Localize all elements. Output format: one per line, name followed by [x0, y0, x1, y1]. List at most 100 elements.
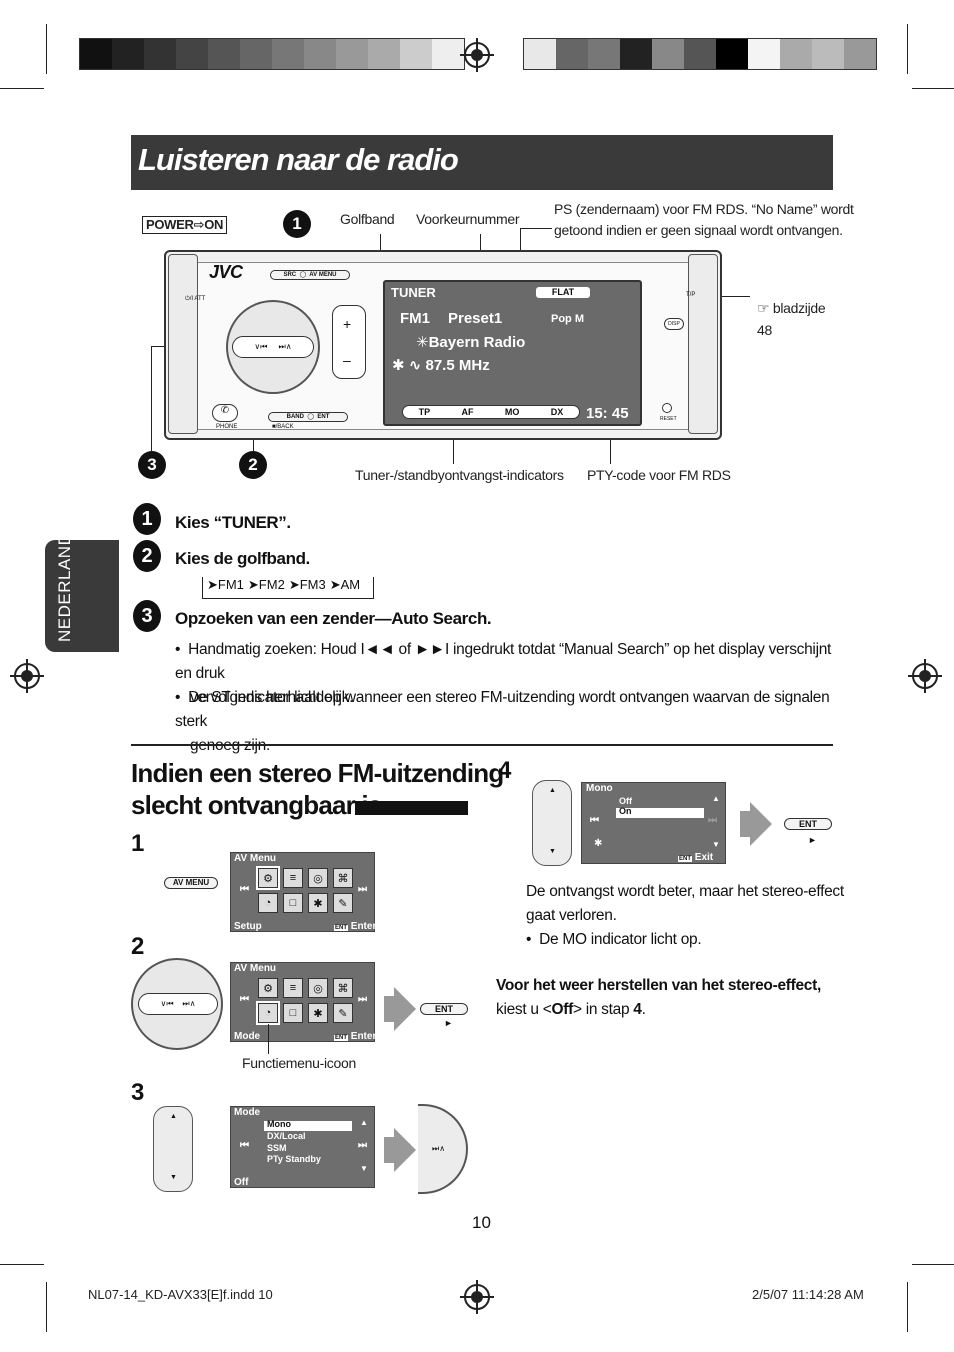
- mode-item-pty-standby[interactable]: PTy Standby: [267, 1154, 321, 1164]
- calibration-swatch: [304, 39, 336, 69]
- setup-icon[interactable]: ⚙: [258, 978, 278, 998]
- calibration-swatch: [432, 39, 464, 69]
- substep-1-number: 1: [131, 830, 145, 857]
- bluetooth-icon: ✱: [392, 357, 405, 374]
- screen-indicator: DX: [550, 407, 564, 417]
- step-3-number: 3: [133, 600, 161, 632]
- footer-file: NL07-14_KD-AVX33[E]f.indd 10: [88, 1287, 273, 1302]
- mode-icon[interactable]: ◔: [256, 1001, 280, 1025]
- mono-item-off[interactable]: Off: [619, 796, 632, 806]
- mono-menu-title: Mono: [586, 783, 613, 794]
- disp-button[interactable]: DISP: [664, 318, 684, 330]
- edit-icon[interactable]: ✎: [333, 893, 353, 913]
- band-ent-button[interactable]: BAND ◯ ENT: [268, 412, 348, 422]
- left-eject-button[interactable]: [168, 254, 198, 434]
- dial-center-buttons[interactable]: ∨⏮ ⏭∧: [232, 336, 314, 358]
- reset-button[interactable]: [662, 403, 672, 413]
- registration-mark-icon: [460, 1280, 494, 1314]
- signal-icon: ∿: [408, 357, 422, 374]
- source-icon[interactable]: ⌘: [333, 978, 353, 998]
- setup-icon[interactable]: ⚙: [256, 866, 280, 890]
- source-icon[interactable]: ⌘: [333, 868, 353, 888]
- crop-mark: [0, 1264, 44, 1265]
- right-eject-button[interactable]: [688, 254, 718, 434]
- mode-item-mono[interactable]: Mono: [267, 1119, 291, 1129]
- callout-golfband: Golfband: [340, 211, 395, 227]
- up-arrow-icon: ▲: [170, 1113, 177, 1120]
- substep-2-number: 2: [131, 933, 145, 960]
- mode-menu-highlight: [264, 1121, 352, 1131]
- arrow-right-icon: [384, 1137, 394, 1163]
- calibration-swatch: [716, 39, 748, 69]
- bluetooth-icon[interactable]: ✱: [308, 1003, 328, 1023]
- down-arrow-icon: ▼: [549, 848, 556, 855]
- menu1-footer-right: ENT Enter: [334, 921, 377, 932]
- bluetooth-icon: ✱: [594, 838, 603, 849]
- disc-icon[interactable]: ◎: [308, 868, 328, 888]
- mode-item-ssm[interactable]: SSM: [267, 1143, 287, 1153]
- title-bar: [131, 135, 833, 190]
- arrow-right-icon: [394, 1128, 416, 1172]
- av-menu-screen-setup: [230, 852, 375, 932]
- bluetooth-icon[interactable]: ✱: [308, 893, 328, 913]
- menu1-footer-left: Setup: [234, 921, 262, 932]
- mode-item-dxlocal[interactable]: DX/Local: [267, 1131, 306, 1141]
- edit-icon[interactable]: ✎: [333, 1003, 353, 1023]
- volume-plus-button[interactable]: +: [343, 316, 352, 332]
- skip-back-icon: ⏮: [590, 815, 599, 826]
- skip-forward-icon: ⏭: [358, 994, 367, 1005]
- ent-button-step2[interactable]: ENT: [420, 1003, 468, 1015]
- volume-rocker[interactable]: [332, 305, 366, 379]
- restore-text: Voor het weer herstellen van het stereo-…: [496, 977, 821, 1018]
- vertical-knob-step3[interactable]: [153, 1106, 193, 1192]
- menu2-footer-left: Mode: [234, 1031, 261, 1042]
- dial-center-step2[interactable]: ∨⏮ ⏭∧: [138, 993, 218, 1015]
- crop-mark: [912, 88, 954, 89]
- display-icon[interactable]: □: [283, 1003, 303, 1023]
- volume-minus-button[interactable]: –: [343, 352, 351, 368]
- screen-indicator: AF: [461, 407, 474, 417]
- callout-bladzijde-line2: 48: [757, 322, 772, 338]
- display-icon[interactable]: □: [283, 893, 303, 913]
- mono-item-on[interactable]: On: [619, 806, 632, 816]
- skip-forward-icon: ⏭: [358, 1140, 367, 1151]
- calibration-strip-right: [523, 38, 877, 70]
- equalizer-icon[interactable]: ≡: [283, 978, 303, 998]
- calibration-swatch: [684, 39, 716, 69]
- screen-frequency: ✱ ∿ 87.5 MHz: [392, 357, 490, 374]
- substep-3-number: 3: [131, 1079, 145, 1106]
- calibration-strip-left: [79, 38, 465, 70]
- crop-mark: [46, 1282, 47, 1332]
- section-divider: [131, 744, 833, 746]
- screen-indicator: TP: [418, 407, 431, 417]
- ent-button-step4[interactable]: ENT: [784, 818, 832, 830]
- screen-station: ✳Bayern Radio: [416, 334, 526, 351]
- vertical-knob-step4[interactable]: [532, 780, 572, 866]
- power-on-label: POWER⇨ON: [142, 216, 228, 234]
- av-menu-button[interactable]: AV MENU: [164, 877, 218, 889]
- skip-back-icon: ⏮: [240, 884, 249, 895]
- calibration-swatch: [588, 39, 620, 69]
- page-number: 10: [472, 1213, 491, 1232]
- band-sequence-item: ➤AM: [329, 577, 361, 592]
- callout-bladzijde-line1: ☞ bladzijde: [757, 300, 826, 316]
- substep-4-number: 4: [498, 757, 512, 784]
- screen-preset: Preset1: [448, 310, 503, 327]
- callout-tuner-indicators: Tuner-/standbyontvangst-indicators: [355, 467, 564, 483]
- arrow-right-icon: [740, 811, 750, 837]
- disc-icon[interactable]: ◎: [308, 978, 328, 998]
- back-label: ■/BACK: [272, 424, 294, 430]
- callout-ps-line2: getoond indien er geen signaal wordt ont…: [554, 222, 843, 238]
- calibration-swatch: [524, 39, 556, 69]
- equalizer-icon[interactable]: ≡: [283, 868, 303, 888]
- leader-line: [453, 422, 454, 464]
- src-avmenu-button[interactable]: SRC ◯ AV MENU: [270, 270, 350, 280]
- calibration-swatch: [844, 39, 876, 69]
- menu1-title: AV Menu: [234, 853, 277, 864]
- crop-mark: [912, 1264, 954, 1265]
- mono-menu-footer: ENT Exit: [678, 852, 714, 863]
- phone-button[interactable]: ✆: [212, 404, 238, 422]
- screen-band: FM1: [400, 310, 430, 327]
- rds-icon: ✳: [416, 334, 429, 351]
- mode-icon[interactable]: ◔: [258, 893, 278, 913]
